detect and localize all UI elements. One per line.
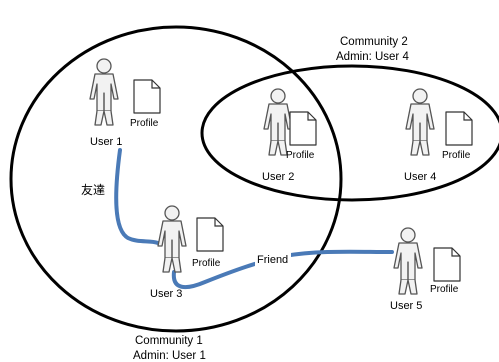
profile-label: Profile: [192, 258, 221, 269]
profile-label: Profile: [130, 118, 159, 129]
profile-document-icon: [445, 111, 473, 146]
link-label-friend: Friend: [257, 254, 288, 266]
profile-label: Profile: [286, 150, 315, 161]
person-icon: [405, 88, 435, 156]
profile-document-icon: [289, 111, 317, 146]
community-2-name: Community 2: [340, 36, 408, 48]
community-1-boundary: [9, 25, 343, 333]
person-icon: [393, 227, 423, 295]
user-label: User 1: [90, 136, 122, 148]
user-label: User 5: [390, 300, 422, 312]
profile-document-icon: [196, 217, 224, 252]
profile-document-icon: [433, 247, 461, 282]
user-2-node[interactable]: Profile User 2: [262, 88, 317, 183]
link-label-tomodachi: 友達: [81, 183, 105, 197]
community-1-admin: Admin: User 1: [133, 350, 206, 362]
community-2-boundary: [200, 64, 499, 202]
profile-label: Profile: [430, 284, 459, 295]
user-1-node[interactable]: Profile User 1: [89, 58, 161, 148]
person-icon: [157, 205, 187, 273]
community-1-name: Community 1: [135, 335, 203, 347]
community-2-admin: Admin: User 4: [336, 51, 409, 63]
user-5-node[interactable]: Profile User 5: [390, 227, 461, 312]
link-user1-user3: [114, 148, 160, 245]
person-icon: [263, 88, 293, 156]
profile-label: Profile: [442, 150, 471, 161]
person-icon: [89, 58, 119, 126]
user-label: User 3: [150, 288, 182, 300]
user-label: User 2: [262, 171, 294, 183]
user-4-node[interactable]: Profile User 4: [404, 88, 473, 183]
user-label: User 4: [404, 171, 436, 183]
user-3-node[interactable]: Profile User 3: [150, 205, 224, 300]
profile-document-icon: [133, 79, 161, 114]
